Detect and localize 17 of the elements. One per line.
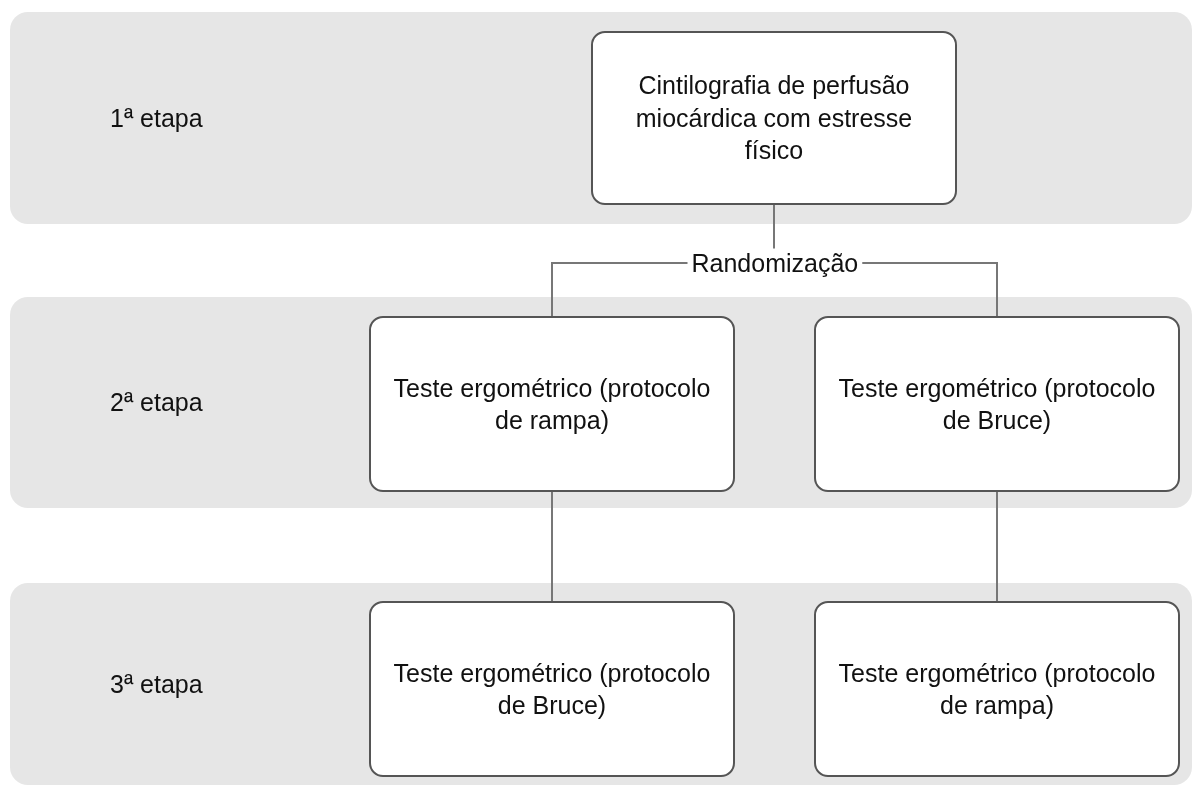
stage-band	[10, 583, 1192, 785]
process-box: Teste ergométrico (protocolo de rampa)	[369, 316, 735, 492]
connector-line	[996, 491, 998, 602]
stage-label: 2ª etapa	[110, 388, 203, 417]
stage-label: 3ª etapa	[110, 669, 203, 699]
process-box: Teste ergométrico (protocolo de rampa)	[814, 601, 1180, 777]
connector-line	[551, 262, 689, 317]
stage-label: 1ª etapa	[110, 103, 203, 133]
connector-line	[773, 204, 775, 250]
process-box: Teste ergométrico (protocolo de Bruce)	[814, 316, 1180, 492]
process-box: Teste ergométrico (protocolo de Bruce)	[369, 601, 735, 777]
connector-line	[861, 262, 998, 317]
process-box: Cintilografia de perfusão miocárdica com estresse físico	[591, 31, 957, 205]
connector-line	[551, 491, 553, 602]
stage-band	[10, 12, 1192, 224]
stage-band	[10, 297, 1192, 508]
branch-label: Randomização	[687, 248, 863, 278]
